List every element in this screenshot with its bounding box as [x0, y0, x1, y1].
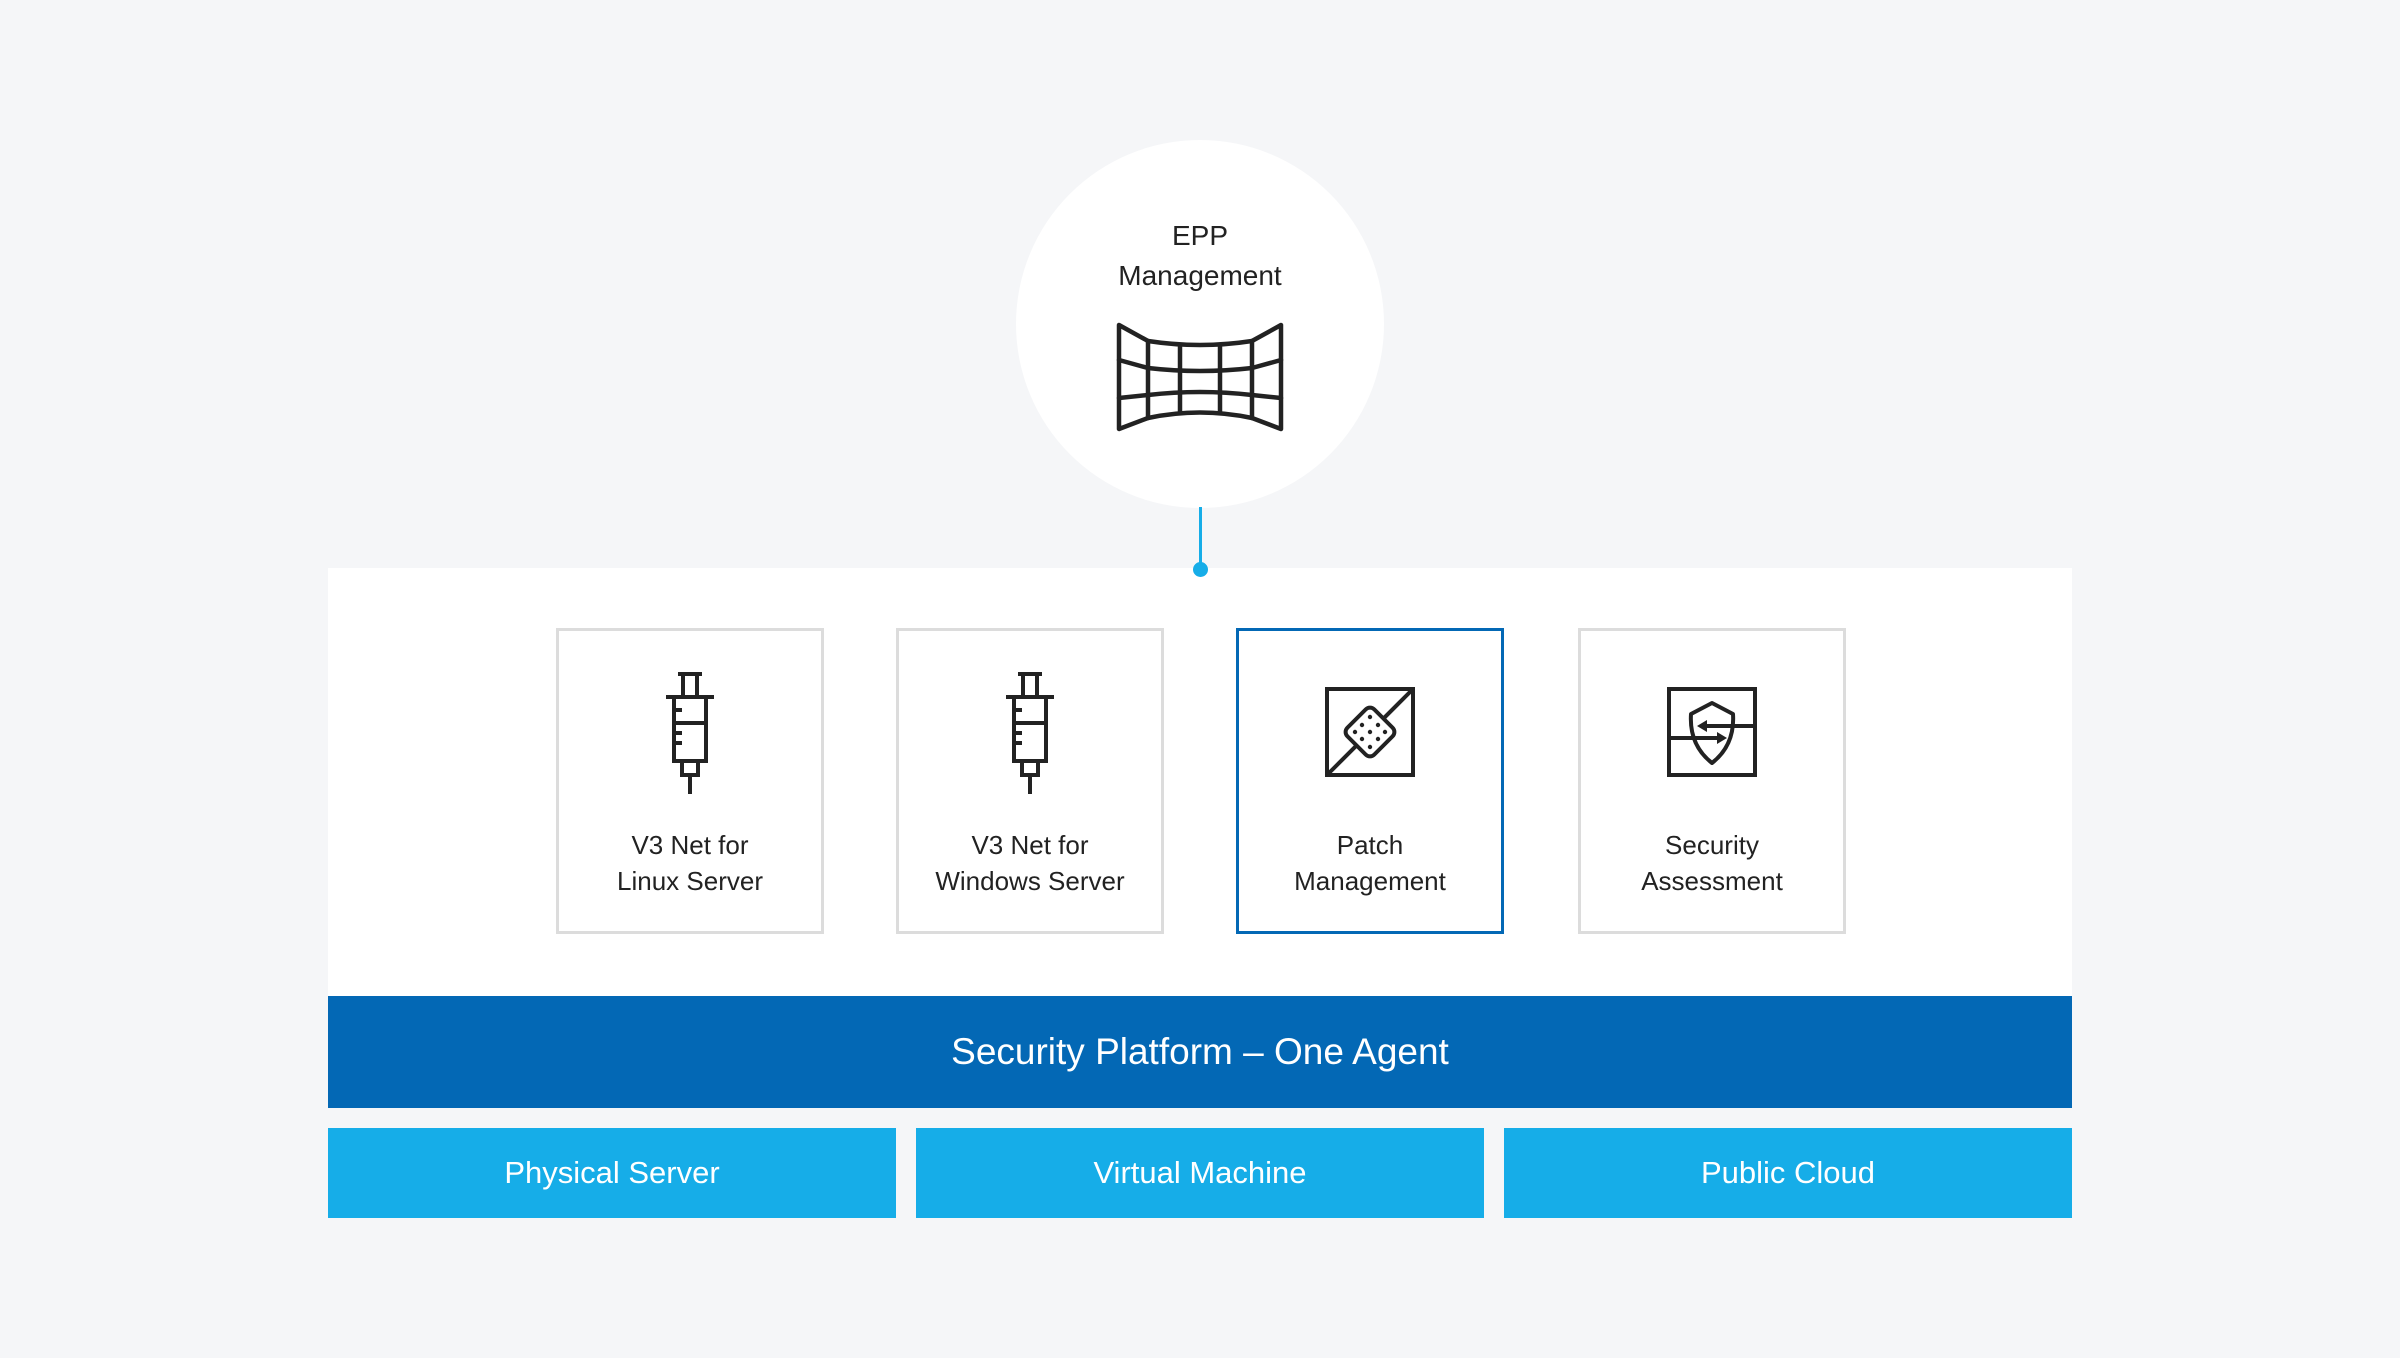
shield-exchange-icon: [1667, 687, 1757, 777]
product-label-line1: V3 Net for: [971, 830, 1089, 860]
environment-label: Physical Server: [504, 1155, 720, 1190]
environment-label: Virtual Machine: [1093, 1155, 1307, 1190]
epp-management-title-line1: EPP: [1171, 220, 1229, 251]
product-label: Security Assessment: [1581, 827, 1843, 899]
environment-label: Public Cloud: [1700, 1155, 1876, 1190]
video-wall-grid-icon: [1116, 322, 1284, 432]
products-panel: V3 Net for Linux Server V3 Net for Windo…: [328, 568, 2072, 996]
product-label-line2: Windows Server: [935, 866, 1125, 896]
environment-virtual-machine[interactable]: Virtual Machine: [916, 1128, 1484, 1218]
environment-physical-server[interactable]: Physical Server: [328, 1128, 896, 1218]
product-label-line2: Linux Server: [617, 866, 763, 896]
bandage-patch-icon: [1325, 687, 1415, 777]
syringe-icon: [666, 672, 714, 794]
product-label-line2: Management: [1294, 866, 1446, 896]
product-label: Patch Management: [1239, 827, 1501, 899]
product-label-line2: Assessment: [1641, 866, 1783, 896]
product-card-linux-server[interactable]: V3 Net for Linux Server: [556, 628, 824, 934]
product-label: V3 Net for Windows Server: [899, 827, 1161, 899]
product-label: V3 Net for Linux Server: [559, 827, 821, 899]
connector-dot: [1193, 562, 1208, 577]
product-label-line1: Patch: [1336, 830, 1404, 860]
product-label-line1: Security: [1665, 830, 1759, 860]
product-card-security-assessment[interactable]: Security Assessment: [1578, 628, 1846, 934]
epp-management-node[interactable]: EPP Management: [1016, 140, 1384, 508]
product-label-line1: V3 Net for: [631, 830, 749, 860]
connector-line: [1199, 507, 1202, 567]
environment-public-cloud[interactable]: Public Cloud: [1504, 1128, 2072, 1218]
epp-management-title: EPP Management: [1016, 216, 1384, 296]
epp-management-title-line2: Management: [1118, 260, 1282, 291]
syringe-icon: [1006, 672, 1054, 794]
security-platform-label: Security Platform – One Agent: [951, 1031, 1449, 1072]
product-card-patch-management[interactable]: Patch Management: [1236, 628, 1504, 934]
security-platform-bar: Security Platform – One Agent: [328, 996, 2072, 1108]
product-card-windows-server[interactable]: V3 Net for Windows Server: [896, 628, 1164, 934]
